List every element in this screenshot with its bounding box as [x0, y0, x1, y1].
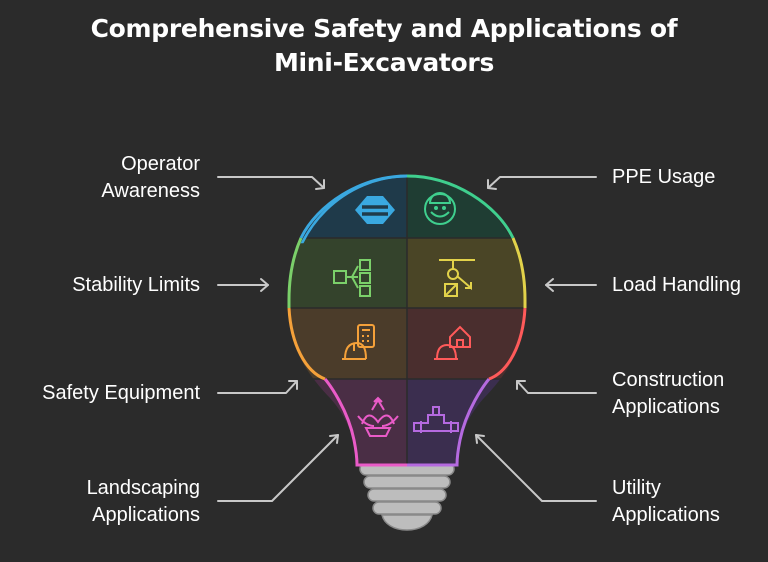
connector-operator-awareness	[217, 176, 325, 190]
connector-stability-limits	[217, 278, 269, 292]
bulb-base	[359, 462, 455, 531]
segment-safety-equipment	[288, 308, 407, 379]
label-safety-equipment: Safety Equipment	[42, 382, 200, 404]
hardhat-calculator-icon	[342, 324, 375, 360]
connector-load-handling	[545, 278, 597, 292]
segment-load-handling	[407, 238, 526, 308]
segment-stability-limits	[288, 238, 407, 308]
label-ppe-usage: PPE Usage	[612, 166, 716, 188]
plant-icon	[357, 396, 399, 437]
label-construction-applications: Construction Applications	[612, 369, 725, 418]
connector-safety-equipment	[217, 380, 298, 394]
connector-utility-applications	[475, 434, 597, 502]
worker-mask-icon	[424, 192, 456, 225]
label-load-handling: Load Handling	[612, 274, 741, 296]
hierarchy-icon	[333, 259, 371, 297]
label-landscaping-applications: Landscaping Applications	[86, 477, 200, 526]
label-utility-applications: Utility Applications	[612, 477, 720, 526]
connector-construction-applications	[516, 380, 597, 394]
label-operator-awareness: Operator Awareness	[101, 153, 200, 202]
hardhat-house-icon	[434, 325, 471, 360]
diagram-title: Comprehensive Safety and Applications of…	[90, 14, 678, 77]
connector-ppe-usage	[487, 176, 597, 190]
layers-icon	[355, 196, 395, 224]
connector-landscaping-applications	[217, 434, 339, 502]
label-stability-limits: Stability Limits	[72, 274, 200, 296]
pipe-icon	[413, 406, 459, 433]
crane-hook-icon	[439, 259, 475, 297]
